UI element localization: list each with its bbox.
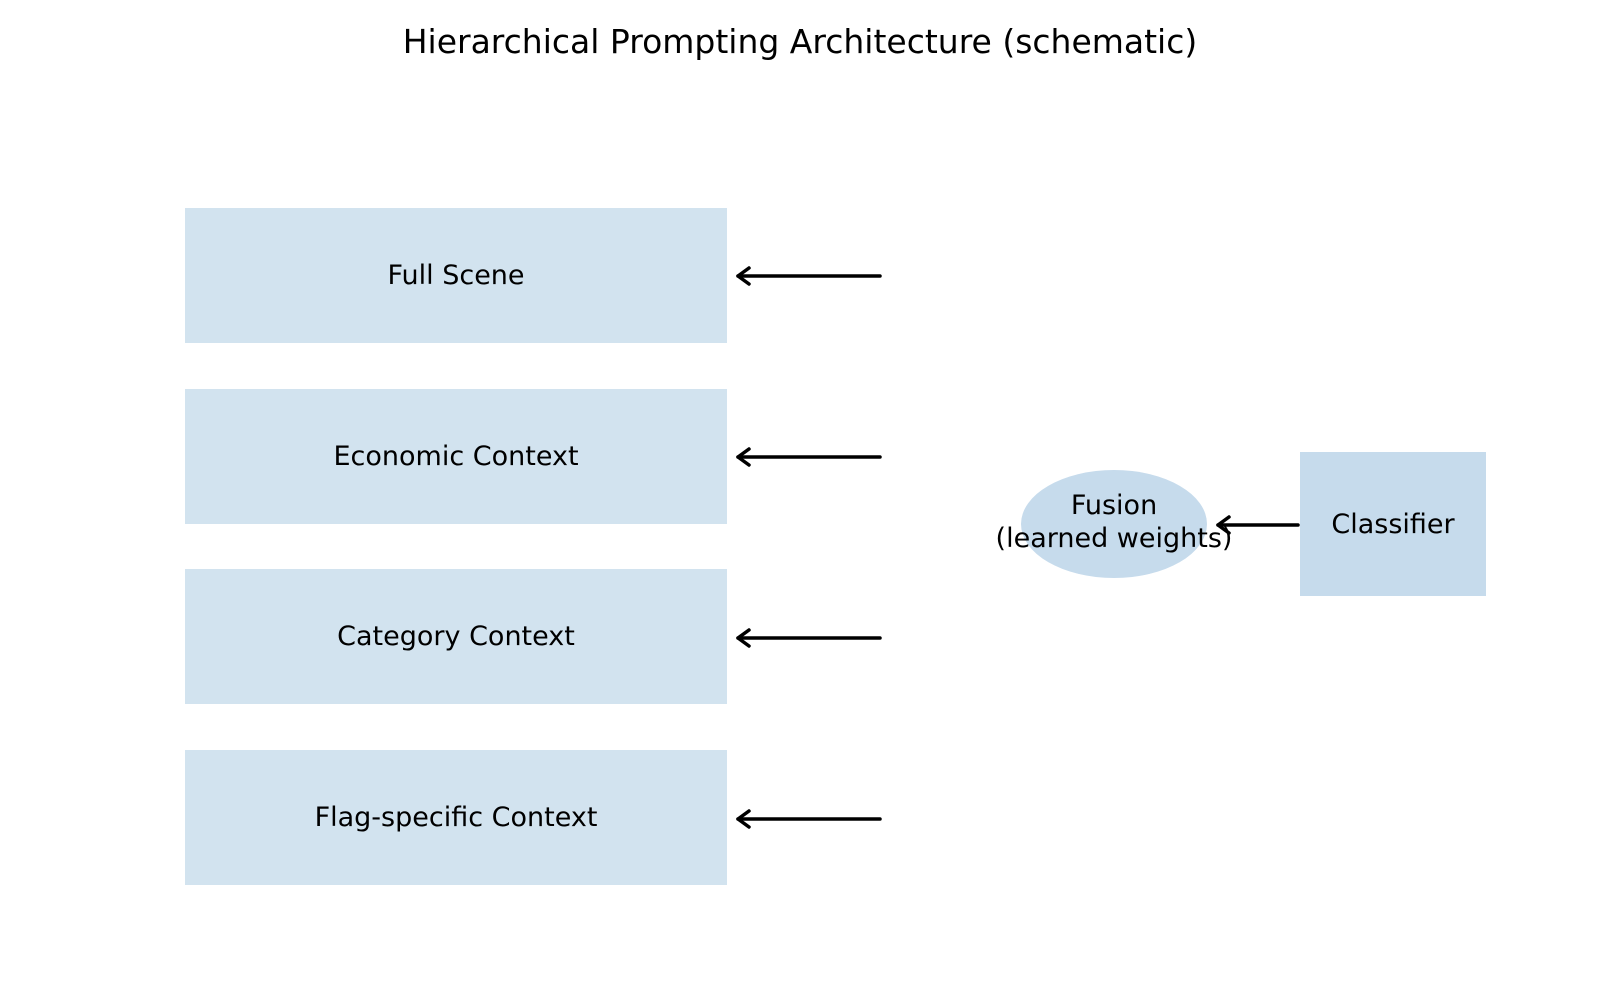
fusion-label: Fusion (learned weights) [963, 489, 1265, 555]
arrow-to-full-scene [736, 266, 882, 286]
fusion-label-line1: Fusion [1070, 490, 1158, 521]
context-box-flag-specific-context: Flag-specific Context [185, 750, 727, 885]
classifier-box: Classifier [1300, 452, 1486, 596]
diagram-title: Hierarchical Prompting Architecture (sch… [402, 22, 1198, 61]
context-box-economic-context: Economic Context [185, 389, 727, 524]
arrow-to-economic-context [736, 447, 882, 467]
fusion-node [1021, 470, 1207, 578]
context-box-full-scene: Full Scene [185, 208, 727, 343]
fusion-label-line2: (learned weights) [995, 523, 1233, 554]
arrow-to-category-context [736, 628, 882, 648]
arrow-to-flag-specific-context [736, 809, 882, 829]
context-box-category-context: Category Context [185, 569, 727, 704]
